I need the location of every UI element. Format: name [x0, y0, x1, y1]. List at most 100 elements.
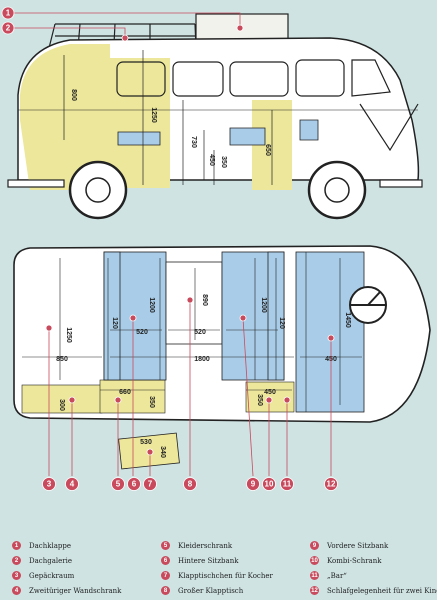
marker-6: 6 — [127, 477, 141, 491]
top-dim-120-left: 120 — [111, 317, 118, 329]
legend-number: 2 — [12, 556, 21, 565]
top-dim-1450: 1450 — [344, 312, 351, 328]
top-dim-520-a: 520 — [136, 329, 148, 336]
legend-item-7: 7 Klapptischchen für Kocher — [161, 568, 273, 583]
top-dim-1250: 1250 — [65, 327, 72, 343]
marker-dot-2 — [121, 34, 129, 42]
legend-label: Vordere Sitzbank — [327, 541, 389, 550]
marker-3: 3 — [42, 477, 56, 491]
top-dim-450-combi: 450 — [264, 389, 276, 396]
top-dim-340: 340 — [159, 446, 166, 458]
legend-item-1: 1 Dachklappe — [12, 538, 121, 553]
marker-dot-1 — [236, 24, 244, 32]
legend-label: Hintere Sitzbank — [178, 556, 239, 565]
legend-item-8: 8 Großer Klapptisch — [161, 583, 273, 598]
top-view: 1250 120 1200 890 1200 120 1450 850 520 … — [13, 245, 431, 470]
svg-text:12: 12 — [327, 480, 336, 489]
legend-column-1: 1 Dachklappe 2 Dachgalerie 3 Gepäckraum 4 Zw… — [12, 538, 121, 598]
side-driver-seat — [299, 119, 319, 141]
svg-text:7: 7 — [148, 480, 153, 489]
svg-text:4: 4 — [70, 480, 75, 489]
marker-12: 12 — [324, 477, 338, 491]
marker-11: 11 — [280, 477, 294, 491]
legend-label: Gepäckraum — [29, 571, 75, 580]
side-dim-450: 450 — [208, 154, 215, 166]
leader-1 — [14, 12, 241, 28]
legend-number: 8 — [161, 586, 170, 595]
marker-2: 2 — [1, 21, 15, 35]
svg-text:8: 8 — [188, 480, 193, 489]
legend-item-4: 4 Zweitüriger Wandschrank — [12, 583, 121, 598]
legend-label: Schlafgelegenheit für zwei Kinder — [327, 586, 437, 595]
front-wheel — [307, 160, 367, 220]
legend-item-9: 9 Vordere Sitzbank — [310, 538, 437, 553]
side-view: 800 1250 730 450 350 650 — [7, 13, 423, 220]
legend-number: 12 — [310, 586, 319, 595]
side-dim-800: 800 — [70, 89, 77, 101]
svg-text:9: 9 — [251, 480, 256, 489]
legend-label: Dachgalerie — [29, 556, 72, 565]
svg-text:6: 6 — [132, 480, 137, 489]
legend-column-3: 9 Vordere Sitzbank 10 Kombi-Schrank 11„Bar… — [310, 538, 437, 598]
legend-number: 3 — [12, 571, 21, 580]
marker-1: 1 — [1, 6, 15, 20]
marker-10: 10 — [262, 477, 276, 491]
legend-item-12: 12 Schlafgelegenheit für zwei Kinder — [310, 583, 437, 598]
svg-text:2: 2 — [6, 24, 11, 33]
side-dimension-lines — [63, 50, 273, 185]
top-dim-1200-right: 1200 — [260, 297, 267, 313]
marker-7: 7 — [143, 477, 157, 491]
top-large-table — [165, 261, 223, 345]
legend-number: 4 — [12, 586, 21, 595]
front-bumper — [379, 179, 423, 188]
marker-4: 4 — [65, 477, 79, 491]
top-dim-850: 850 — [56, 356, 68, 363]
top-dim-350-left: 350 — [148, 396, 155, 408]
legend-number: 7 — [161, 571, 170, 580]
top-dim-350-right: 350 — [256, 394, 263, 406]
top-clothes-cabinet — [99, 379, 166, 414]
top-dim-1800: 1800 — [194, 356, 210, 363]
legend-number: 5 — [161, 541, 170, 550]
top-dim-300: 300 — [58, 399, 65, 411]
marker-8: 8 — [183, 477, 197, 491]
legend: 1 Dachklappe 2 Dachgalerie 3 Gepäckraum 4 Zw… — [0, 530, 437, 600]
marker-9: 9 — [246, 477, 260, 491]
front-v-panel — [359, 103, 419, 152]
camper-illustration: 800 1250 730 450 350 650 1 2 — [1, 6, 431, 491]
svg-text:1: 1 — [6, 9, 11, 18]
svg-text:10: 10 — [265, 480, 274, 489]
side-yellow-area — [20, 44, 110, 190]
legend-item-11: 11„Bar“ — [310, 568, 437, 583]
svg-text:11: 11 — [283, 480, 292, 489]
legend-label: Dachklappe — [29, 541, 71, 550]
top-dim-520-b: 520 — [194, 329, 206, 336]
legend-item-10: 10 Kombi-Schrank — [310, 553, 437, 568]
top-dim-530: 530 — [140, 439, 152, 446]
legend-item-5: 5 Kleiderschrank — [161, 538, 273, 553]
legend-label: Kombi-Schrank — [327, 556, 382, 565]
top-dim-120-right: 120 — [278, 317, 285, 329]
legend-label: Kleiderschrank — [178, 541, 233, 550]
legend-item-3: 3 Gepäckraum — [12, 568, 121, 583]
top-kids-bed — [295, 251, 365, 413]
side-windows — [116, 59, 391, 97]
rear-bumper — [7, 179, 65, 188]
legend-number: 1 — [12, 541, 21, 550]
legend-label: Großer Klapptisch — [178, 586, 244, 595]
side-rear-seat — [117, 131, 161, 146]
legend-number: 9 — [310, 541, 319, 550]
legend-label: Zweitüriger Wandschrank — [29, 586, 122, 595]
legend-label: Klapptischchen für Kocher — [178, 571, 273, 580]
legend-number: 11 — [310, 571, 319, 580]
side-dim-730: 730 — [190, 136, 197, 148]
top-leaders — [45, 296, 335, 477]
side-dim-650: 650 — [264, 144, 271, 156]
svg-text:5: 5 — [116, 480, 121, 489]
top-dim-890: 890 — [201, 294, 208, 306]
side-dim-350: 350 — [220, 156, 227, 168]
top-wardrobe — [21, 384, 103, 414]
legend-number: 10 — [310, 556, 319, 565]
svg-text:3: 3 — [47, 480, 52, 489]
